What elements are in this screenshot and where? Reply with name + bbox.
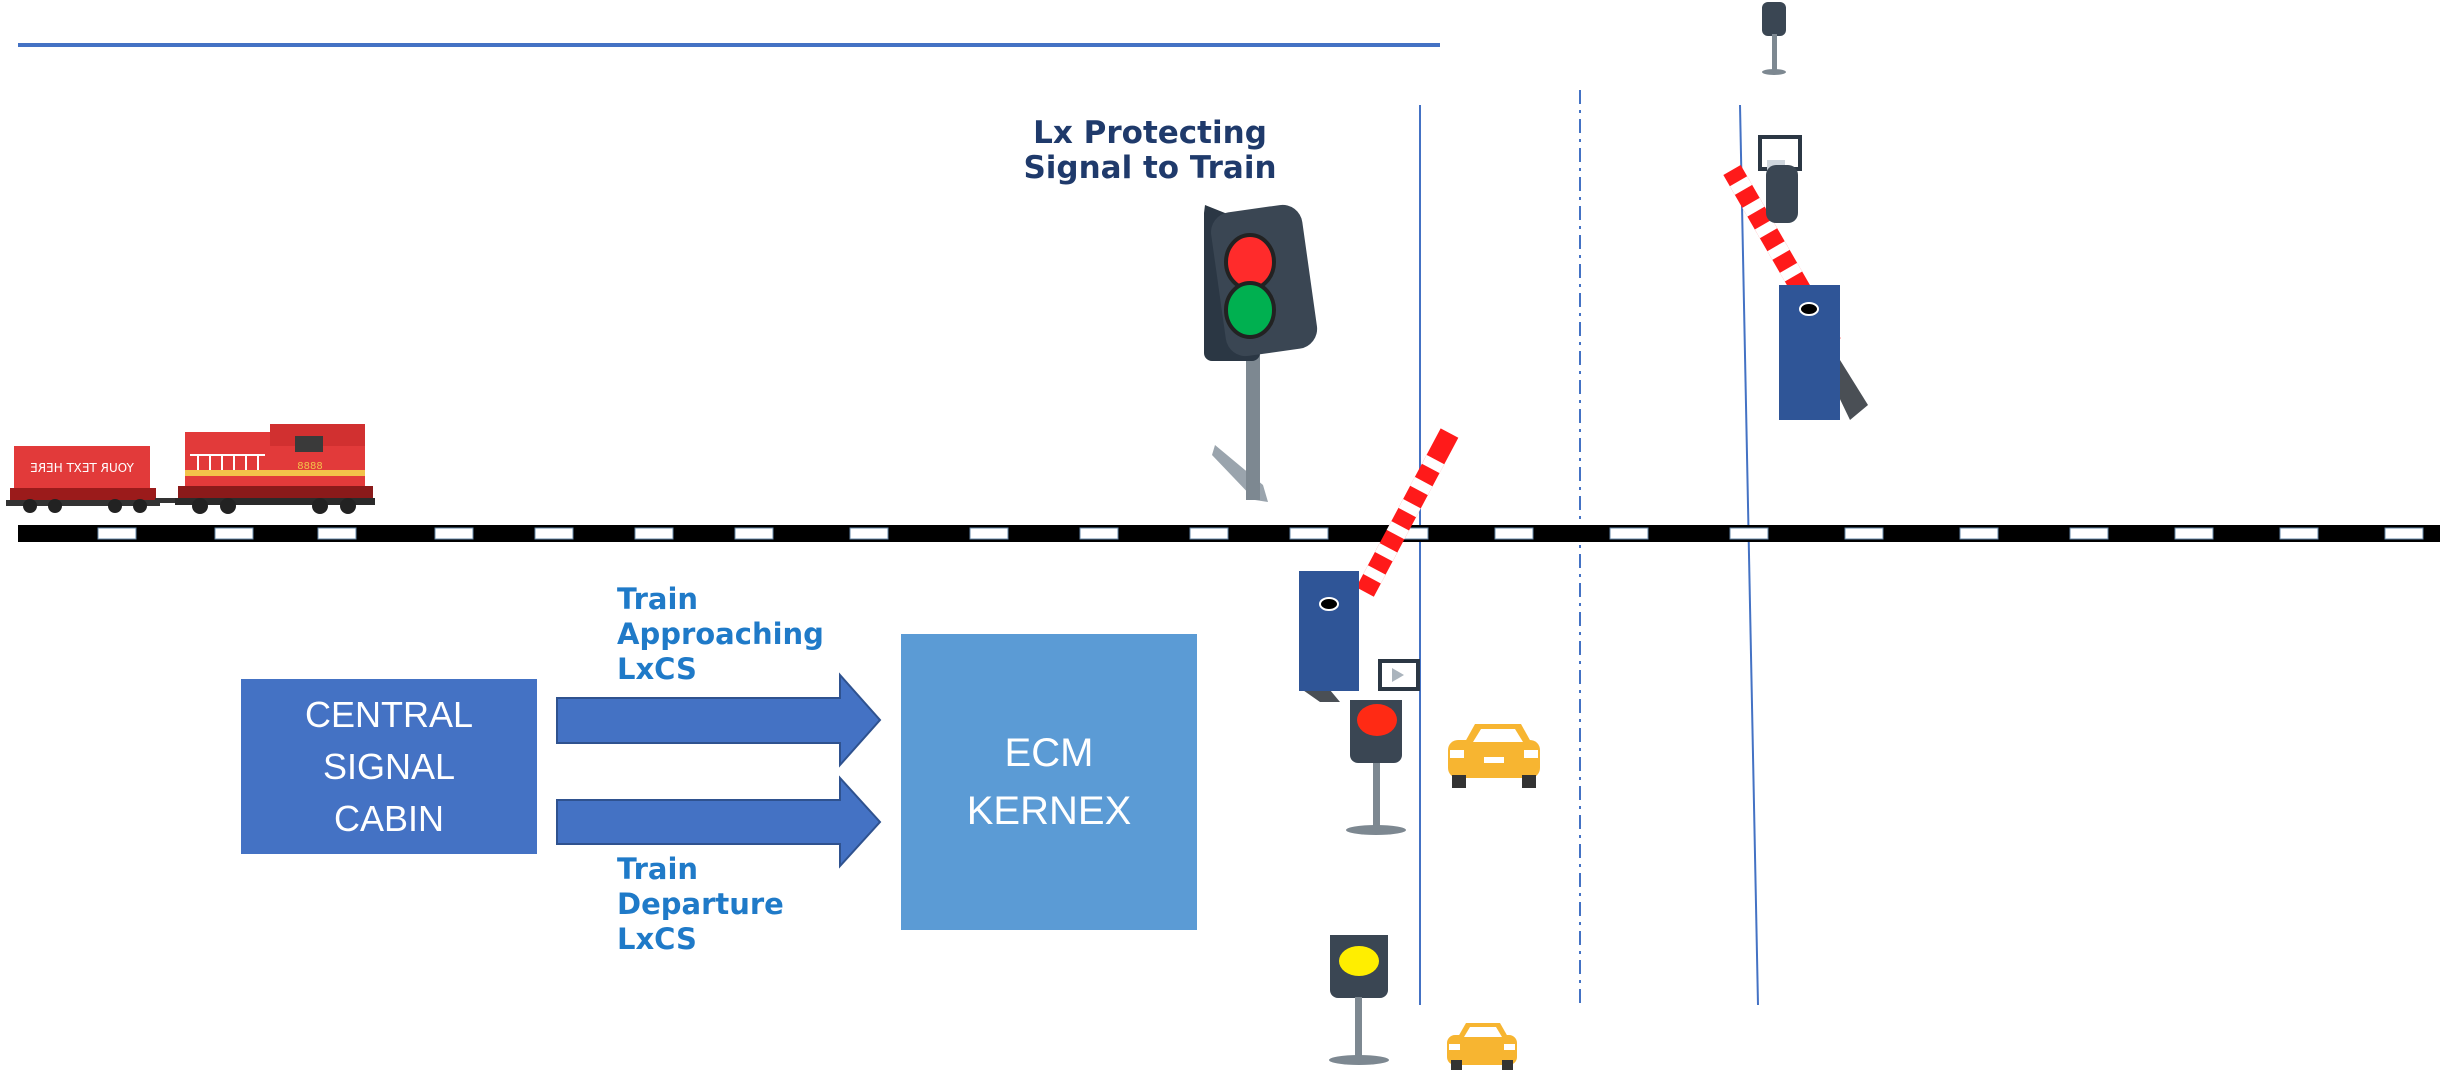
central-box-line1: CENTRAL <box>304 693 474 735</box>
track-sleeper <box>734 527 774 540</box>
road-edge-line-right <box>1739 104 1759 1006</box>
signal-label: Lx Protecting Signal to Train <box>1000 116 1300 186</box>
lx-protecting-signal <box>1204 204 1318 502</box>
track-sleeper <box>634 527 674 540</box>
ecm-kernex-box: ECM KERNEX <box>901 634 1197 930</box>
track-sleeper <box>1494 527 1534 540</box>
car-near <box>1448 724 1540 788</box>
locomotive: 8888 <box>175 424 375 514</box>
car-far <box>1447 1023 1517 1070</box>
arrow-top-label: Train Approaching LxCS <box>617 582 837 687</box>
track-sleeper <box>1609 527 1649 540</box>
track-sleeper <box>969 527 1009 540</box>
track-sleeper <box>1079 527 1119 540</box>
ecm-box-line1: ECM <box>1004 731 1094 775</box>
central-box-line2: SIGNAL <box>322 745 456 787</box>
track-sleeper <box>1729 527 1769 540</box>
track-sleeper <box>317 527 357 540</box>
track-sleeper <box>2069 527 2109 540</box>
wagon-text: YOUR TEXT HERE <box>30 461 135 475</box>
signal-label-line2: Signal to Train <box>1023 150 1277 186</box>
arrow-train-approaching <box>556 672 882 768</box>
arrow-bottom-label-line1: Train <box>617 852 699 886</box>
yellow-lamp <box>1339 946 1379 976</box>
red-lamp <box>1224 233 1276 291</box>
track-sleeper <box>2279 527 2319 540</box>
red-lamp <box>1357 704 1397 736</box>
central-signal-cabin-box: CENTRAL SIGNAL CABIN <box>241 679 537 854</box>
road-signal-red <box>1346 659 1420 835</box>
train: YOUR TEXT HERE 8888 <box>6 424 375 514</box>
road-signal-far <box>1758 135 1802 223</box>
ecm-box-line2: KERNEX <box>966 789 1132 833</box>
track-sleeper <box>214 527 254 540</box>
loco-number: 8888 <box>297 461 322 472</box>
track-sleeper <box>1959 527 1999 540</box>
railway-track <box>18 525 2440 542</box>
green-lamp <box>1224 281 1276 339</box>
arrow-top-label-line1: Train <box>617 582 699 616</box>
track-sleeper <box>1189 527 1229 540</box>
barrier-gate-near <box>1299 428 1459 702</box>
signal-label-line1: Lx Protecting <box>1033 115 1267 151</box>
top-signal <box>1762 2 1786 75</box>
arrow-train-departure <box>556 775 882 869</box>
barrier-gate-far <box>1723 164 1868 420</box>
gate-post-near <box>1299 571 1359 691</box>
road-signal-yellow <box>1329 935 1389 1065</box>
arrow-bottom-label-line2: Departure <box>617 887 784 921</box>
arrow-bottom-label-line3: LxCS <box>617 922 697 956</box>
track-sleeper <box>2174 527 2214 540</box>
track-sleeper <box>1844 527 1884 540</box>
track-sleeper <box>2384 527 2424 540</box>
track-sleeper <box>1289 527 1329 540</box>
wagon: YOUR TEXT HERE <box>6 446 160 513</box>
arrow-bottom-label: Train Departure LxCS <box>617 852 837 957</box>
track-sleeper <box>434 527 474 540</box>
track-sleeper <box>849 527 889 540</box>
central-box-line3: CABIN <box>333 797 445 839</box>
arrow-top-label-line3: LxCS <box>617 652 697 686</box>
track-sleeper <box>534 527 574 540</box>
arrow-top-label-line2: Approaching <box>617 617 824 651</box>
track-sleeper <box>97 527 137 540</box>
